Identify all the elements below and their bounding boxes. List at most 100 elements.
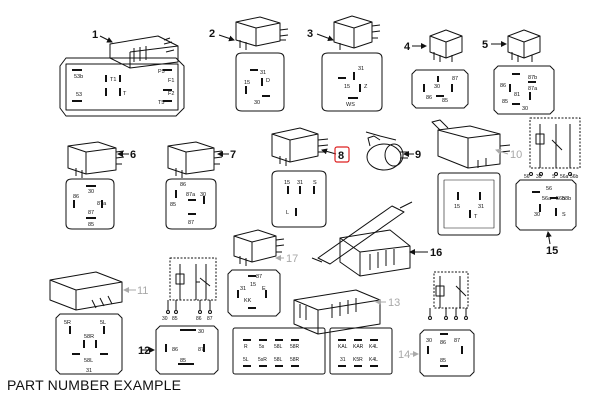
relay-17-pinout	[227, 269, 281, 317]
pin-label: 56b	[570, 174, 579, 180]
relay-1-pinout	[59, 57, 185, 117]
item-number-14: 14	[398, 349, 410, 361]
pin-label: 30	[198, 329, 204, 335]
item-8-highlight	[334, 146, 350, 163]
relay-10-body	[431, 119, 511, 169]
pin-label: 53b	[74, 74, 83, 80]
relay-8-pinout	[271, 170, 327, 228]
item-number-8: 8	[338, 150, 344, 162]
pin-label: 5s	[259, 344, 265, 350]
pin-label: 15	[454, 204, 460, 210]
pin-label: K4L	[369, 357, 378, 363]
relay-15-pinout	[515, 179, 577, 231]
relay-11-body	[49, 271, 123, 311]
pin-label: 56b	[556, 196, 565, 202]
pin-label: 86	[426, 95, 432, 101]
pin-label: 58L	[274, 344, 283, 350]
pin-label: 87a	[97, 201, 107, 207]
pin-label: 87a	[186, 192, 196, 198]
pin-label: KK	[244, 298, 252, 304]
pin-label: Z	[364, 84, 368, 90]
pin-label: 30	[254, 100, 260, 106]
relay-13-pinout-right	[329, 327, 393, 375]
relay-6-pinout	[65, 178, 115, 230]
pin-label: 5L	[243, 357, 249, 363]
part-number-caption: PART NUMBER EXAMPLE	[7, 377, 182, 393]
pin-label: 85	[440, 358, 446, 364]
pin-label: 31	[358, 66, 364, 72]
pin-label: 87	[88, 210, 94, 216]
pin-label: 30	[536, 174, 542, 180]
pin-label: S	[562, 212, 566, 218]
pin-label: 58R	[290, 344, 300, 350]
pin-label: T	[474, 214, 478, 220]
pin-label: 85	[442, 98, 448, 104]
relay-14-schematic	[428, 271, 469, 320]
pin-label: 31	[240, 286, 246, 292]
pin-label: 86	[180, 182, 186, 188]
pin-label: 58L	[84, 358, 93, 364]
pin-label: S	[552, 174, 556, 180]
relay-schematic-left	[166, 257, 217, 314]
pin-label: KAL	[338, 344, 348, 350]
pin-label: 5R	[64, 320, 71, 326]
relay-3-pinout	[321, 52, 383, 112]
pin-label: 87	[256, 274, 262, 280]
relay-7-body	[167, 141, 223, 178]
item-number-7: 7	[230, 149, 236, 161]
pin-label: 58R	[84, 334, 94, 340]
item-number-10: 10	[510, 149, 522, 161]
pin-label: 30	[534, 212, 540, 218]
item-number-3: 3	[307, 28, 313, 40]
pin-label: 87b	[528, 75, 537, 81]
pin-label: WS	[346, 102, 355, 108]
pin-label: 87	[452, 76, 458, 82]
pin-label: L	[286, 210, 289, 216]
pin-label: 86	[500, 83, 506, 89]
relay-3-body	[333, 15, 381, 50]
relay-17-body	[233, 229, 285, 266]
relay-13-body	[293, 289, 381, 335]
pin-label: 31	[297, 180, 303, 186]
pin-label: 85	[172, 316, 178, 322]
pin-label: K5R	[353, 357, 363, 363]
item-number-4: 4	[404, 41, 411, 53]
pin-label: P5	[158, 69, 165, 75]
pin-label: T5	[158, 100, 164, 106]
item-number-1: 1	[92, 29, 98, 41]
pin-label: 30	[88, 189, 94, 195]
pin-label: 85	[180, 358, 186, 364]
pin-label: 58b	[562, 196, 571, 202]
item-number-6: 6	[130, 149, 136, 161]
pin-label: 56	[546, 186, 552, 192]
pin-label: 31	[260, 70, 266, 76]
pin-label: 15	[244, 80, 250, 86]
relay-1-body	[109, 35, 179, 69]
pin-label: 58L	[274, 357, 283, 363]
pin-label: 85	[170, 202, 176, 208]
pin-label: T	[123, 91, 127, 97]
pin-label: 81	[514, 92, 520, 98]
relay-5-body	[507, 29, 541, 62]
pin-label: 58R	[290, 357, 300, 363]
pin-label: 86	[196, 316, 202, 322]
pin-label: 31	[340, 357, 346, 363]
pin-label: 30	[434, 84, 440, 90]
pin-label: 30	[200, 192, 206, 198]
relay-10-pinout	[437, 172, 501, 236]
pin-label: 87	[454, 338, 460, 344]
relay-4-pinout	[411, 69, 469, 109]
pin-label: 87	[198, 347, 204, 353]
pin-label: F1	[168, 78, 174, 84]
relay-15-schematic	[529, 117, 581, 176]
pin-label: K4L	[369, 344, 378, 350]
item-number-13: 13	[388, 297, 400, 309]
pin-label: 5sR	[258, 357, 267, 363]
relay-12-pinout	[155, 325, 219, 375]
relay-2-body	[235, 16, 289, 50]
pin-label: 15	[344, 84, 350, 90]
item-number-16: 16	[430, 247, 442, 259]
pin-label: 85	[502, 99, 508, 105]
item-number-5: 5	[482, 39, 488, 51]
item-number-9: 9	[415, 149, 421, 161]
